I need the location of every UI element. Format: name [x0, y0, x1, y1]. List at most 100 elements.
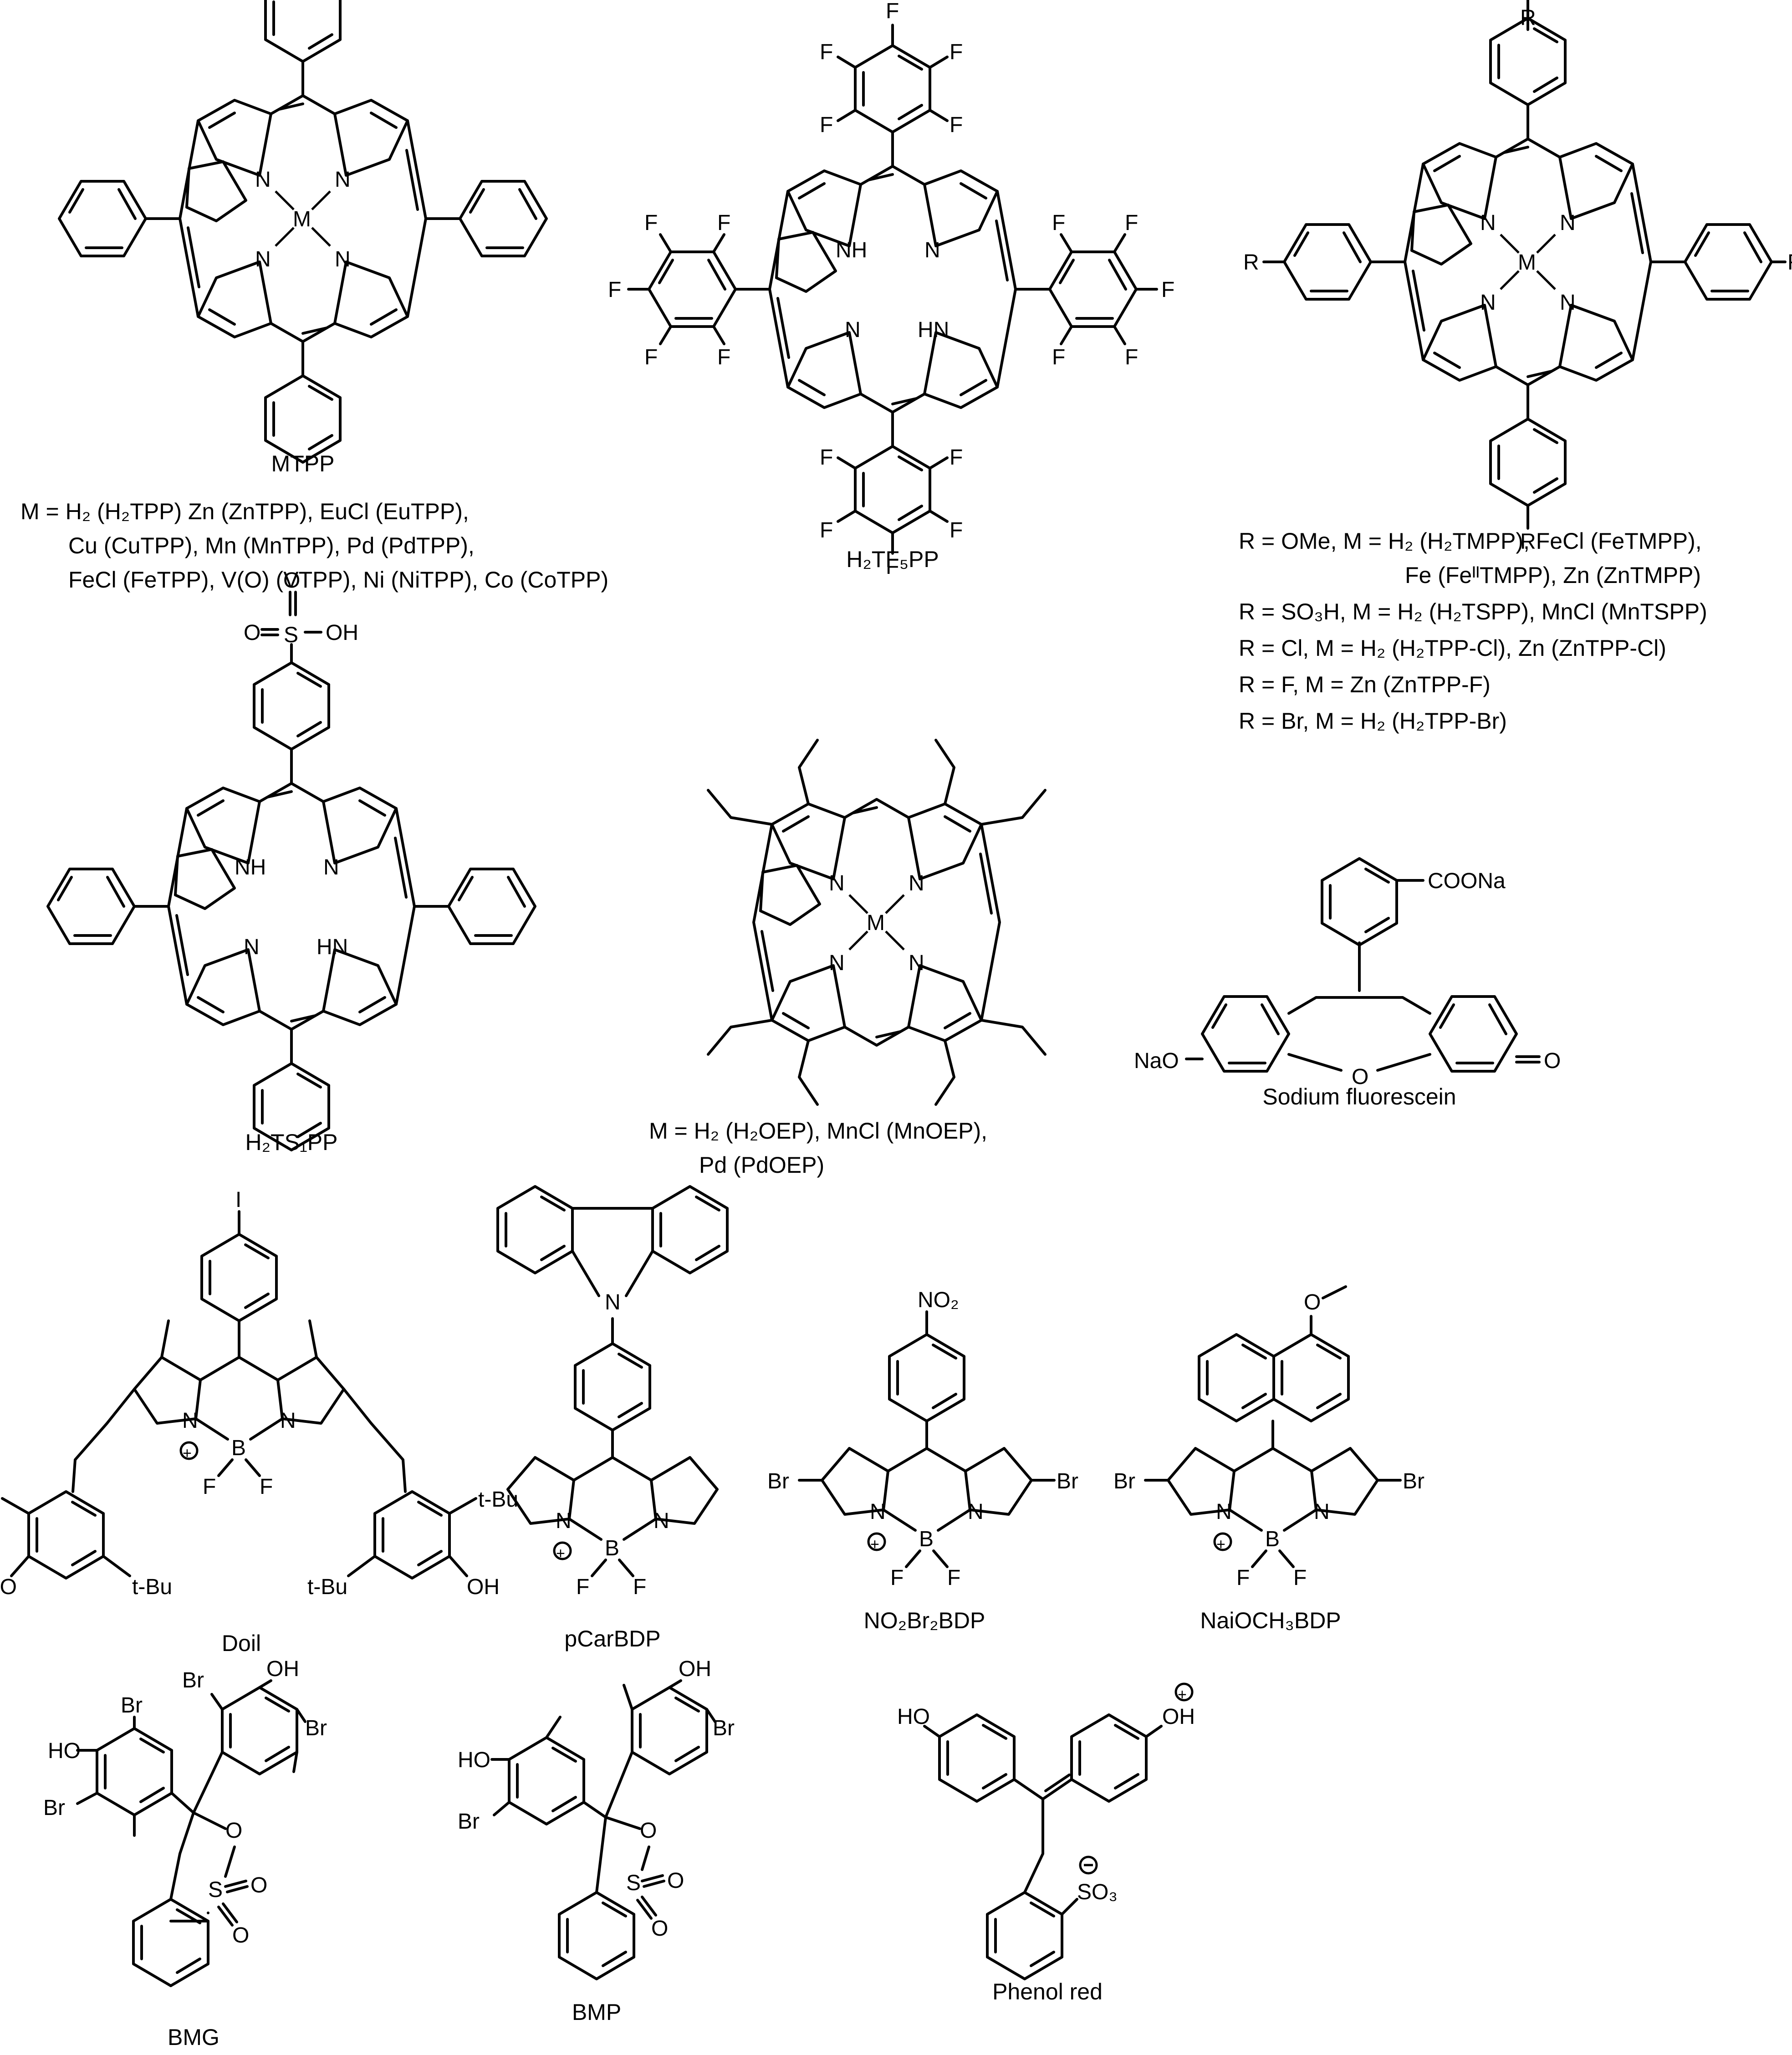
atom-label: N: [829, 871, 845, 895]
atom-label: F: [1052, 345, 1065, 369]
atom-label: N: [1480, 291, 1496, 315]
atom-label: Br: [1057, 1469, 1078, 1493]
r-substituent: R: [1243, 250, 1259, 275]
atom-label: OH: [679, 1657, 711, 1681]
atom-label: N: [244, 935, 260, 959]
tmpp-caption-line-4: R = Cl, M = H₂ (H₂TPP-Cl), Zn (ZnTPP-Cl): [1239, 635, 1666, 661]
tmpp-caption-line-5: R = F, M = Zn (ZnTPP-F): [1239, 672, 1491, 697]
atom-label: O: [667, 1869, 684, 1893]
atom-label: OH: [467, 1575, 500, 1599]
atom-label: F: [644, 211, 658, 235]
atom-label: S: [208, 1878, 223, 1902]
atom-label: F: [633, 1575, 646, 1599]
atom-label: Br: [1113, 1469, 1135, 1493]
atom-label: F: [820, 40, 833, 64]
atom-label: I: [235, 1188, 241, 1212]
atom-label: N: [323, 855, 339, 879]
atom-label: F: [950, 113, 963, 137]
structure-name-pcarbdp: pCarBDP: [564, 1626, 660, 1651]
atom-label: N: [924, 238, 940, 262]
metal-label: M: [293, 207, 311, 231]
atom-label: N: [605, 1290, 621, 1314]
atom-label: Br: [305, 1716, 327, 1740]
atom-label: F: [820, 113, 833, 137]
metal-label: M: [867, 911, 885, 935]
atom-label: N: [335, 247, 351, 271]
atom-label: t-Bu: [307, 1575, 347, 1599]
atom-label: F: [947, 1566, 960, 1590]
structure-h2tf5pp: NH N N HN F F F F F F F F F F F F F F F: [608, 0, 1174, 579]
atom-label: HO: [0, 1575, 17, 1599]
atom-label: N: [1216, 1500, 1232, 1524]
mtpp-caption-line-1: M = H₂ (H₂TPP) Zn (ZnTPP), EuCl (EuTPP),: [20, 499, 469, 524]
atom-label: S: [284, 623, 298, 647]
atom-label: N: [182, 1409, 198, 1433]
atom-label: F: [644, 345, 658, 369]
atom-label: N: [1480, 211, 1496, 235]
atom-label: Br: [1403, 1469, 1424, 1493]
atom-label: N: [653, 1509, 669, 1533]
atom-label: SO₃: [1077, 1880, 1118, 1904]
structure-name-h2tf5pp: H₂TF₅PP: [846, 547, 939, 572]
atom-label: N: [1314, 1500, 1330, 1524]
atom-label: F: [260, 1475, 273, 1499]
structure-name-doil: Doil: [222, 1631, 261, 1656]
mtpp-caption-line-3: FeCl (FeTPP), V(O) (VTPP), Ni (NiTPP), C…: [68, 567, 608, 593]
atom-label: O: [651, 1917, 668, 1941]
atom-label: O: [1352, 1065, 1368, 1089]
tmpp-caption-line-2: Fe (FeᴵᴵTMPP), Zn (ZnTMPP): [1405, 562, 1701, 588]
atom-label: Br: [182, 1668, 204, 1692]
structure-mtpp: N N N N M: [59, 0, 546, 462]
structure-name-bmg: BMG: [168, 2024, 220, 2050]
r-substituent: R: [1787, 250, 1792, 275]
plus-charge: +: [1216, 1536, 1225, 1553]
atom-label: HO: [897, 1705, 930, 1729]
atom-label: F: [576, 1575, 589, 1599]
atom-label: F: [1236, 1566, 1250, 1590]
atom-label: Br: [458, 1810, 480, 1834]
atom-label: NH: [235, 855, 266, 879]
atom-label: S: [626, 1871, 641, 1895]
atom-label: HN: [317, 935, 348, 959]
atom-label: F: [608, 278, 621, 302]
atom-label: N: [909, 951, 924, 975]
structure-doil: I N N + B F F t-Bu t-Bu HO t-Bu t-Bu OH: [0, 1188, 518, 1599]
atom-label: B: [1265, 1527, 1280, 1551]
atom-label: OH: [1162, 1705, 1195, 1729]
atom-label: N: [1560, 291, 1576, 315]
atom-label: F: [950, 40, 963, 64]
atom-label: Br: [713, 1716, 735, 1740]
atom-label: O: [232, 1923, 249, 1948]
atom-label: O: [640, 1819, 657, 1843]
atom-label: N: [968, 1500, 984, 1524]
plus-charge: +: [556, 1545, 565, 1562]
structure-name-naioch3bdp: NaiOCH₃BDP: [1200, 1608, 1341, 1633]
tmpp-caption-line-6: R = Br, M = H₂ (H₂TPP-Br): [1239, 708, 1507, 734]
mtpp-caption-line-2: Cu (CuTPP), Mn (MnTPP), Pd (PdTPP),: [68, 533, 475, 558]
atom-label: Br: [767, 1469, 789, 1493]
tmpp-caption-line-3: R = SO₃H, M = H₂ (H₂TSPP), MnCl (MnTSPP): [1239, 599, 1707, 624]
atom-label: NaO: [1134, 1049, 1179, 1073]
atom-label: Br: [121, 1693, 143, 1718]
atom-label: HO: [458, 1748, 490, 1772]
atom-label: O: [1544, 1049, 1561, 1073]
tmpp-caption-line-1: R = OMe, M = H₂ (H₂TMPP), FeCl (FeTMPP),: [1239, 528, 1702, 554]
atom-label: NO₂: [918, 1288, 959, 1312]
atom-label: OH: [326, 621, 358, 645]
moep-caption-line-2: Pd (PdOEP): [699, 1152, 824, 1178]
structure-pcarbdp: N N N + B F F: [498, 1186, 727, 1599]
moep-caption-line-1: M = H₂ (H₂OEP), MnCl (MnOEP),: [649, 1118, 987, 1144]
atom-label: HN: [918, 318, 949, 342]
atom-label: F: [717, 211, 730, 235]
atom-label: F: [717, 345, 730, 369]
plus-charge: +: [183, 1445, 192, 1462]
atom-label: F: [886, 0, 899, 23]
fluorine-substituents: F F F F F F F F F F F F F F F F F: [608, 0, 1174, 579]
atom-label: N: [255, 168, 271, 192]
plus-charge: +: [870, 1536, 879, 1553]
atom-label: F: [203, 1475, 216, 1499]
structure-name-bmp: BMP: [572, 1999, 621, 2025]
atom-label: N: [870, 1500, 886, 1524]
atom-label: B: [231, 1436, 246, 1460]
metal-label: M: [1518, 250, 1536, 275]
